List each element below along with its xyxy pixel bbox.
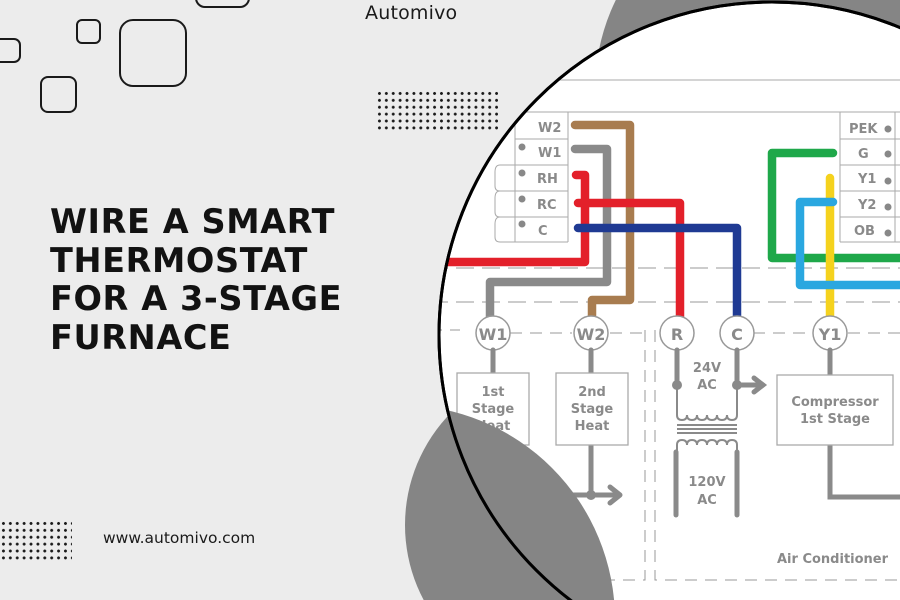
- stage1-heat-box: 1st Stage Heat: [456, 372, 530, 446]
- decor-square: [40, 76, 77, 113]
- svg-text:1st: 1st: [482, 385, 505, 400]
- svg-text:RH: RH: [537, 172, 558, 187]
- svg-text:Heat: Heat: [476, 419, 511, 434]
- svg-text:Stage: Stage: [472, 402, 515, 417]
- svg-text:Stage: Stage: [571, 402, 614, 417]
- svg-text:Heat: Heat: [575, 419, 610, 434]
- decor-square: [0, 38, 21, 63]
- title-line: FURNACE: [50, 317, 232, 357]
- svg-text:W1: W1: [538, 146, 561, 161]
- svg-text:C: C: [731, 325, 743, 344]
- svg-text:Y1: Y1: [818, 325, 842, 344]
- svg-text:120V: 120V: [688, 475, 725, 490]
- svg-text:W1: W1: [479, 325, 508, 344]
- stage2-heat-box: 2nd Stage Heat: [555, 372, 629, 446]
- svg-text:24V: 24V: [693, 361, 721, 376]
- svg-text:R: R: [671, 325, 683, 344]
- brand-name: Automivo: [365, 2, 458, 24]
- page-title: WIRE A SMART THERMOSTAT FOR A 3-STAGE FU…: [50, 202, 390, 357]
- svg-text:AC: AC: [697, 493, 717, 508]
- decor-square: [119, 19, 187, 87]
- svg-text:RC: RC: [537, 198, 557, 213]
- svg-text:W2: W2: [538, 121, 561, 136]
- svg-text:Y1: Y1: [857, 172, 876, 187]
- svg-text:PEK: PEK: [849, 122, 878, 137]
- decor-square: [76, 19, 101, 44]
- svg-text:1st Stage: 1st Stage: [800, 412, 870, 427]
- svg-text:Compressor: Compressor: [791, 395, 879, 410]
- title-line: WIRE A SMART: [50, 202, 336, 241]
- decor-dot-grid: [0, 520, 72, 560]
- title-line: THERMOSTAT: [50, 240, 308, 280]
- svg-text:AC: AC: [697, 378, 717, 393]
- compressor-box: Compressor 1st Stage: [776, 374, 894, 446]
- svg-text:Y2: Y2: [857, 198, 876, 213]
- svg-text:OB: OB: [854, 224, 875, 239]
- section-label-air-conditioner: Air Conditioner: [777, 552, 889, 567]
- website-url[interactable]: www.automivo.com: [103, 529, 256, 547]
- svg-text:2nd: 2nd: [578, 385, 606, 400]
- title-line: FOR A 3-STAGE: [50, 279, 343, 318]
- svg-text:G: G: [858, 147, 869, 162]
- svg-text:W2: W2: [577, 325, 606, 344]
- svg-text:C: C: [538, 224, 548, 239]
